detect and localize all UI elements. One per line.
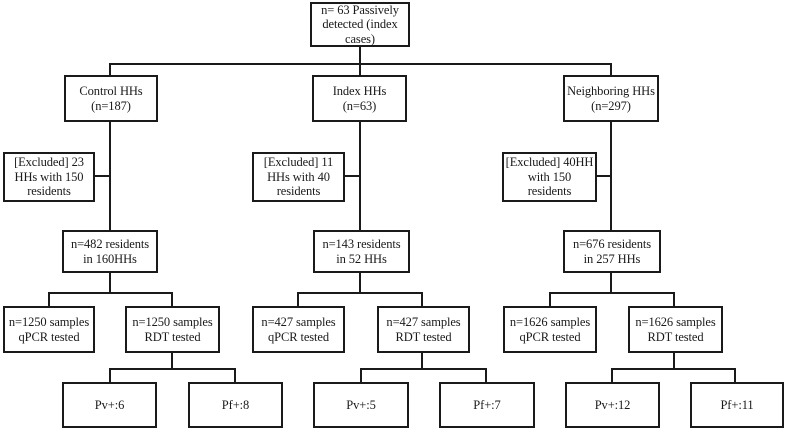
connector-line — [610, 122, 612, 230]
box-pf-index: Pf+:7 — [439, 382, 535, 428]
box-pv-control: Pv+:6 — [62, 382, 157, 428]
connector-line — [297, 292, 423, 294]
box-pv-neighboring: Pv+:12 — [565, 382, 660, 428]
box-excluded-control: [Excluded] 23 HHs with 150 residents — [3, 152, 95, 202]
box-qpcr-neighboring: n=1626 samples qPCR tested — [503, 306, 597, 353]
connector-line — [109, 122, 111, 230]
connector-line — [359, 273, 361, 293]
connector-line — [109, 368, 236, 370]
connector-line — [611, 368, 736, 370]
connector-line — [48, 292, 173, 294]
connector-line — [673, 292, 675, 306]
connector-line — [345, 175, 360, 177]
box-rdt-neighboring: n=1626 samples RDT tested — [628, 306, 723, 353]
connector-line — [109, 63, 111, 75]
connector-line — [611, 368, 613, 382]
connector-line — [421, 353, 423, 369]
connector-line — [549, 292, 551, 306]
box-residents-control: n=482 residents in 160HHs — [62, 230, 158, 273]
connector-line — [109, 368, 111, 382]
connector-line — [109, 273, 111, 293]
connector-line — [234, 368, 236, 382]
connector-line — [597, 175, 611, 177]
connector-line — [95, 175, 110, 177]
box-rdt-control: n=1250 samples RDT tested — [125, 306, 220, 353]
box-excluded-index: [Excluded] 11 HHs with 40 residents — [252, 152, 345, 202]
box-pv-index: Pv+:5 — [313, 382, 409, 428]
box-qpcr-control: n=1250 samples qPCR tested — [3, 306, 95, 353]
connector-line — [610, 63, 612, 75]
box-qpcr-index: n=427 samples qPCR tested — [252, 306, 345, 353]
box-rdt-index: n=427 samples RDT tested — [377, 306, 470, 353]
box-residents-index: n=143 residents in 52 HHs — [313, 230, 410, 273]
connector-line — [359, 63, 361, 75]
box-pf-neighboring: Pf+:11 — [690, 382, 784, 428]
box-index-hhs: Index HHs (n=63) — [312, 75, 407, 122]
connector-line — [360, 368, 487, 370]
connector-line — [171, 353, 173, 369]
connector-line — [359, 47, 361, 64]
connector-line — [734, 368, 736, 382]
connector-line — [485, 368, 487, 382]
box-pf-control: Pf+:8 — [188, 382, 283, 428]
box-neighboring-hhs: Neighboring HHs (n=297) — [563, 75, 659, 122]
connector-line — [360, 368, 362, 382]
connector-line — [171, 292, 173, 306]
box-control-hhs: Control HHs (n=187) — [64, 75, 158, 122]
connector-line — [48, 292, 50, 306]
connector-line — [421, 292, 423, 306]
connector-line — [359, 122, 361, 230]
connector-line — [673, 353, 675, 369]
box-excluded-neighboring: [Excluded] 40HH with 150 residents — [502, 152, 597, 202]
box-index-cases: n= 63 Passively detected (index cases) — [310, 2, 410, 47]
connector-line — [610, 273, 612, 293]
connector-line — [549, 292, 675, 294]
connector-line — [297, 292, 299, 306]
box-residents-neighboring: n=676 residents in 257 HHs — [563, 230, 661, 273]
